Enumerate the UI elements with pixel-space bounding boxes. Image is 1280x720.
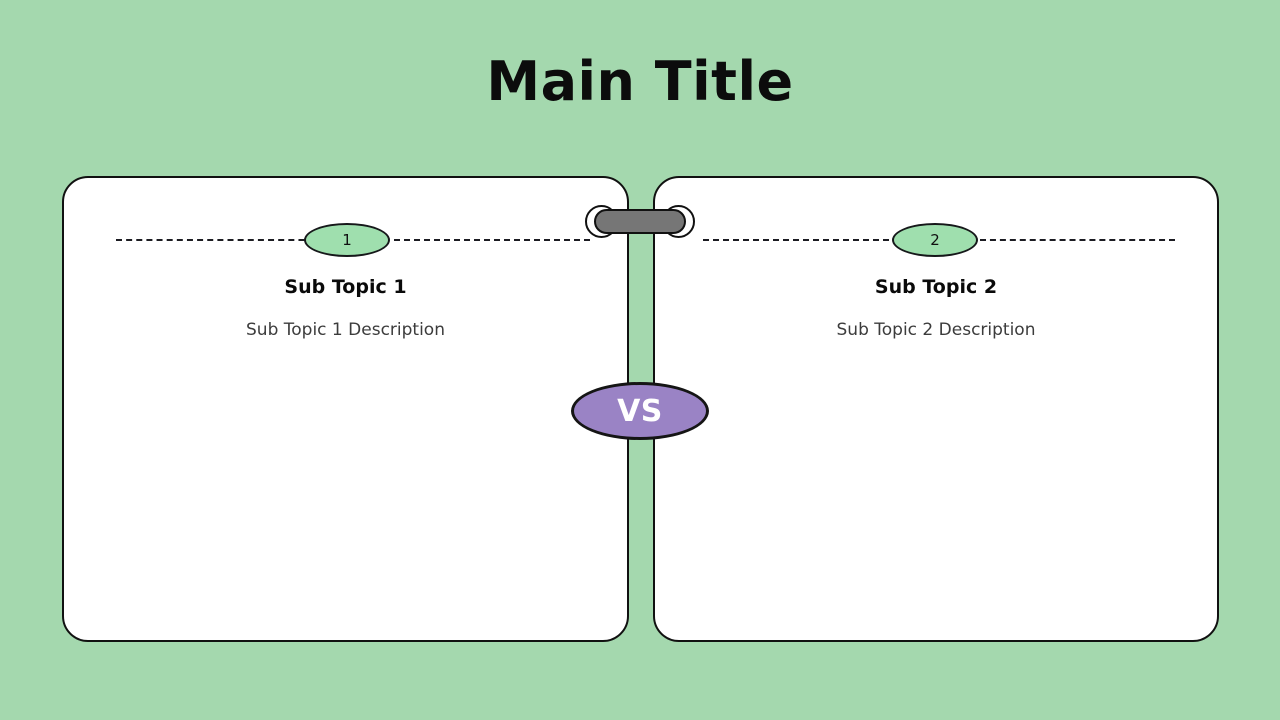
number-badge-1[interactable]: 1 <box>304 223 390 257</box>
panel-title-left: Sub Topic 1 <box>284 276 407 298</box>
dashed-line-right-segment-a <box>703 239 929 241</box>
dashed-line-right-segment-b <box>980 239 1175 241</box>
dashed-line-left-segment-b <box>394 239 590 241</box>
connector-clip-icon <box>585 205 695 238</box>
panel-card-right[interactable]: 2 Sub Topic 2 Sub Topic 2 Description <box>653 176 1219 642</box>
number-badge-2[interactable]: 2 <box>892 223 978 257</box>
panel-header-rule-right: 2 <box>655 223 1217 257</box>
panel-card-left[interactable]: 1 Sub Topic 1 Sub Topic 1 Description <box>62 176 629 642</box>
panel-description-left: Sub Topic 1 Description <box>246 320 445 340</box>
dashed-line-left-segment-a <box>116 239 345 241</box>
panel-header-rule-left: 1 <box>64 223 627 257</box>
panel-title-right: Sub Topic 2 <box>874 276 998 298</box>
vs-badge: VS <box>571 382 709 440</box>
panel-description-right: Sub Topic 2 Description <box>836 320 1036 340</box>
page-title: Main Title <box>486 50 794 113</box>
connector-bar <box>594 209 686 234</box>
